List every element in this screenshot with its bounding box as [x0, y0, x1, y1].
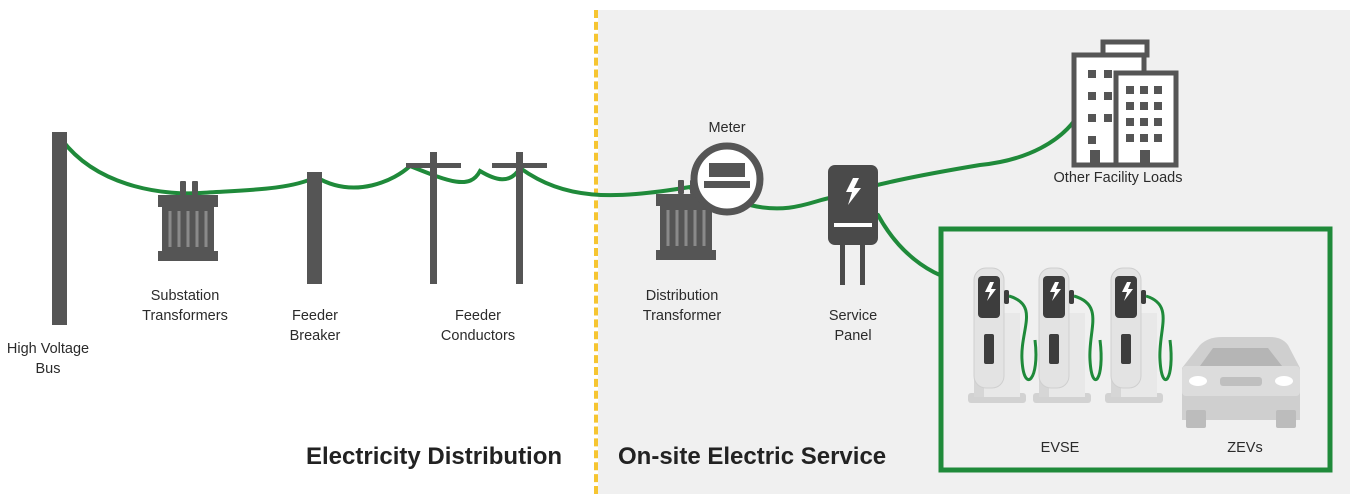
- label-zevs: ZEVs: [1227, 440, 1263, 456]
- label-meter: Meter: [708, 120, 746, 136]
- label-evse: EVSE: [1040, 440, 1080, 456]
- label-service-panel: Service Panel: [828, 308, 878, 344]
- label-feeder-breaker: Feeder Breaker: [289, 308, 341, 344]
- building-icon: [1071, 39, 1179, 168]
- breaker-icon: [307, 172, 322, 284]
- label-distribution-transformer: Distribution Transformer: [642, 288, 722, 324]
- section-divider: [594, 10, 598, 494]
- utility-pole-icon: [406, 152, 547, 284]
- label-substation-transformers: Substation Transformers: [142, 288, 228, 324]
- meter-icon: [690, 142, 764, 216]
- section-title-electricity-distribution: Electricity Distribution: [306, 443, 563, 470]
- bus-pole-icon: [52, 132, 67, 325]
- power-line: [60, 118, 1077, 211]
- charger-cable: [1008, 294, 1173, 382]
- car-icon: [1182, 337, 1300, 428]
- service-panel-icon: [828, 165, 878, 285]
- label-other-facility-loads: Other Facility Loads: [1053, 170, 1183, 186]
- label-feeder-conductors: Feeder Conductors: [440, 308, 516, 344]
- label-high-voltage-bus: High Voltage Bus: [6, 341, 90, 377]
- section-title-onsite-electric-service: On-site Electric Service: [618, 443, 887, 470]
